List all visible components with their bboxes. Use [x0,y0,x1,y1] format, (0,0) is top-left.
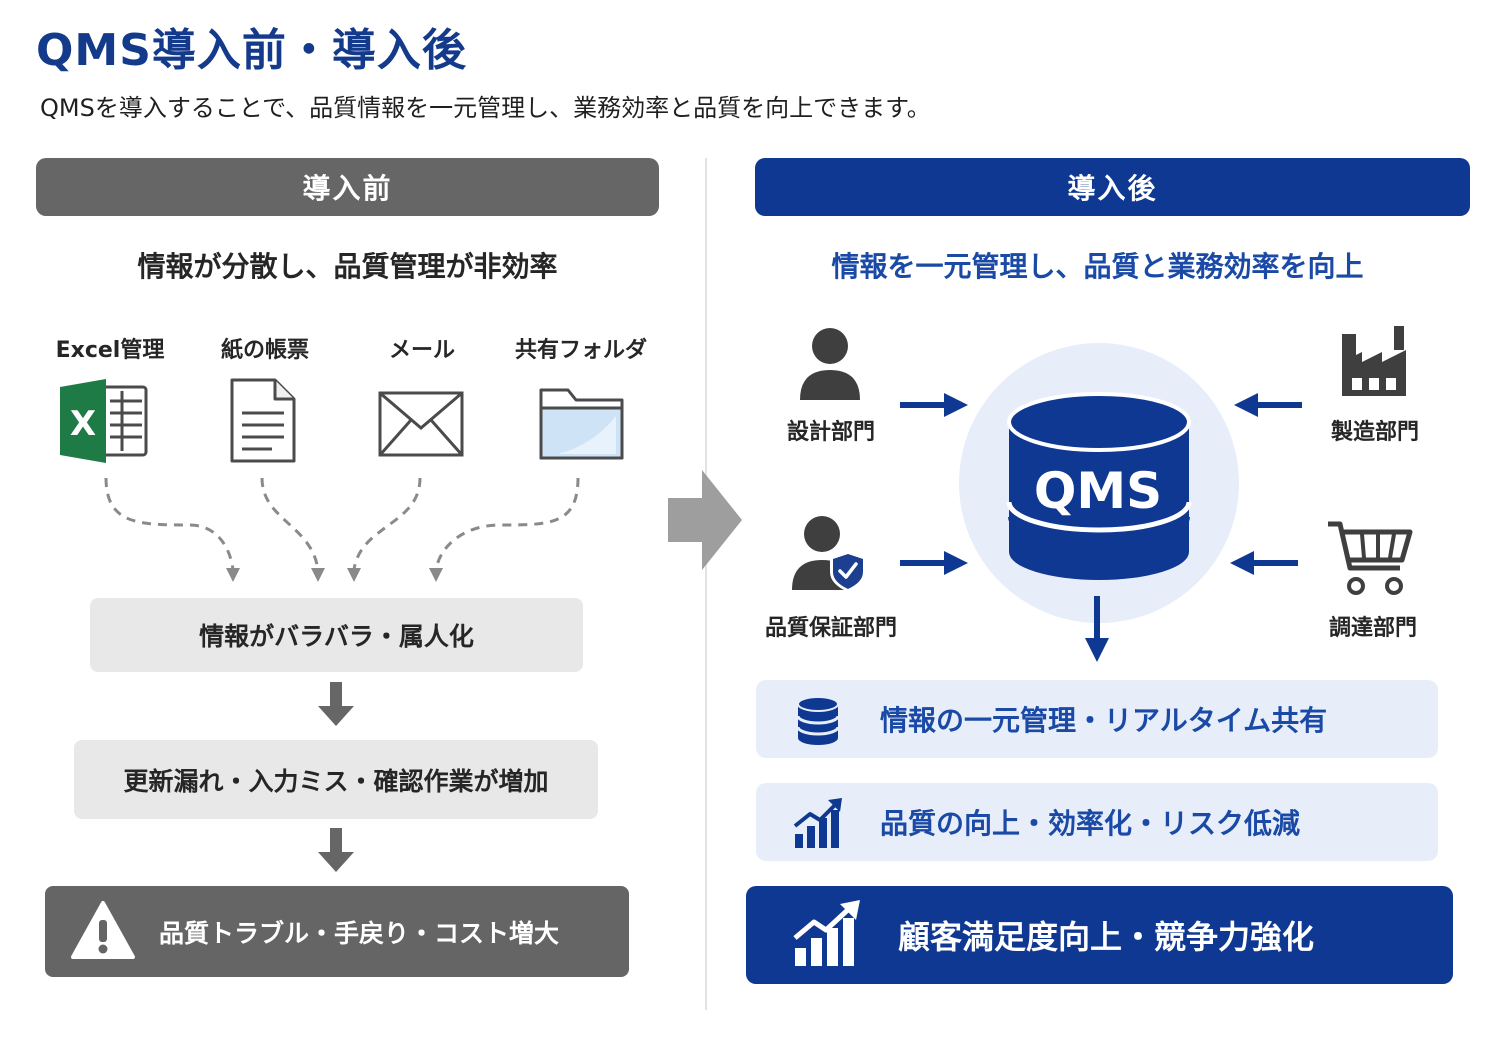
after-result-satisfaction-label: 顧客満足度向上・競争力強化 [898,918,1315,956]
arrow-left-icon [1234,393,1302,417]
transition-arrow-icon [668,470,742,570]
before-step-trouble-label: 品質トラブル・手戻り・コスト増大 [159,918,560,948]
after-header: 導入後 [755,158,1470,216]
down-arrow-icon [318,682,354,726]
excel-letter: X [70,404,96,444]
before-step-trouble: 品質トラブル・手戻り・コスト増大 [45,886,629,977]
page-title: QMS導入前・導入後 [36,25,467,76]
growth-chart-icon [793,900,860,966]
dept-label-manufacturing: 製造部門 [1330,420,1419,445]
arrow-down-icon [1085,596,1109,662]
before-header: 導入前 [36,158,659,216]
person-icon [800,328,860,400]
folder-icon [539,388,624,460]
growth-chart-icon [793,798,842,848]
mail-icon [378,391,464,457]
arrow-left-icon [1230,551,1298,575]
down-arrow-icon [318,828,354,872]
paper-document-icon [230,378,296,463]
source-label-mail: メール [388,338,455,363]
panel-divider [705,158,707,1010]
arrow-right-icon [900,393,968,417]
after-result-satisfaction: 顧客満足度向上・競争力強化 [746,886,1453,984]
qms-hub [959,343,1239,623]
after-result-centralized: 情報の一元管理・リアルタイム共有 [756,680,1438,758]
dept-label-design: 設計部門 [786,420,875,445]
source-label-excel: Excel管理 [55,338,165,363]
shopping-cart-icon [1328,521,1413,595]
source-label-paper: 紙の帳票 [220,338,309,363]
page-subtitle: QMSを導入することで、品質情報を一元管理し、業務効率と品質を向上できます。 [40,94,931,122]
person-shield-icon [792,516,866,592]
after-summary: 情報を一元管理し、品質と業務効率を向上 [831,250,1364,283]
excel-icon: X [60,379,148,463]
factory-icon [1342,326,1406,396]
source-label-folder: 共有フォルダ [514,338,647,363]
before-step-errors: 更新漏れ・入力ミス・確認作業が増加 [74,740,598,819]
qms-center-label: QMS [1033,462,1163,520]
dept-label-procurement: 調達部門 [1328,616,1417,641]
before-summary: 情報が分散し、品質管理が非効率 [137,250,558,283]
warning-icon [71,901,135,959]
after-result-centralized-label: 情報の一元管理・リアルタイム共有 [880,704,1328,737]
before-step-scattered: 情報がバラバラ・属人化 [90,598,583,672]
arrow-right-icon [900,551,968,575]
after-result-quality-label: 品質の向上・効率化・リスク低減 [880,807,1301,840]
dept-label-quality-assurance: 品質保証部門 [764,616,897,641]
converging-dashed-arrows [104,477,580,582]
database-icon [796,696,840,745]
after-result-quality: 品質の向上・効率化・リスク低減 [756,783,1438,861]
